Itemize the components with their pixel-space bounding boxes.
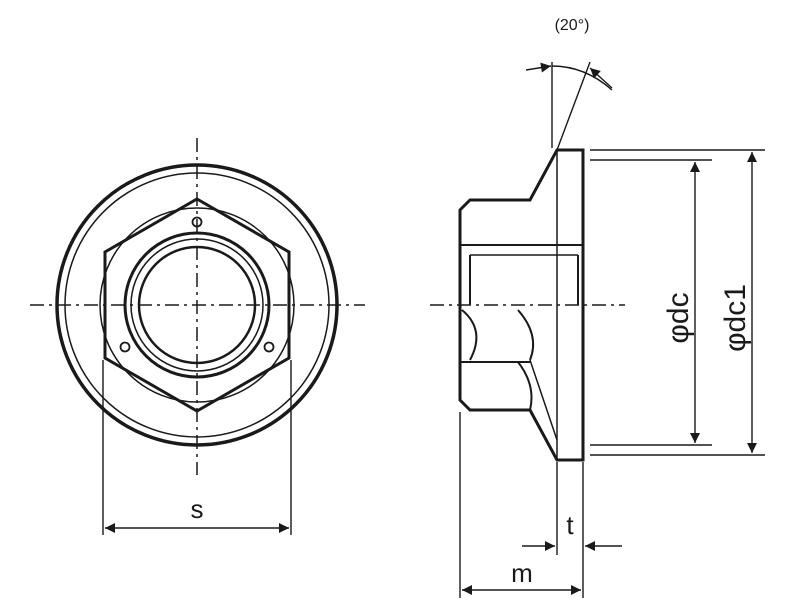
lock-dot-left <box>119 341 131 353</box>
t-label: t <box>566 510 574 540</box>
hex-arc-mid <box>517 309 534 361</box>
side-view <box>430 61 765 598</box>
s-label: s <box>191 494 204 524</box>
lock-dot-right <box>263 341 275 353</box>
angle-arrow-left <box>525 62 552 73</box>
hex-arc-lower <box>517 361 533 411</box>
m-label: m <box>511 558 533 588</box>
angle-arrow-right <box>589 67 613 89</box>
hex-arc-left <box>461 309 478 361</box>
front-view <box>30 138 365 535</box>
angle-slant-line <box>556 61 591 151</box>
dc1-label: φdc1 <box>719 284 752 352</box>
angle-label: (20°) <box>555 17 590 34</box>
flange-taper-line <box>529 359 558 441</box>
angle-arc <box>551 65 613 91</box>
dc-label: φdc <box>662 292 695 343</box>
